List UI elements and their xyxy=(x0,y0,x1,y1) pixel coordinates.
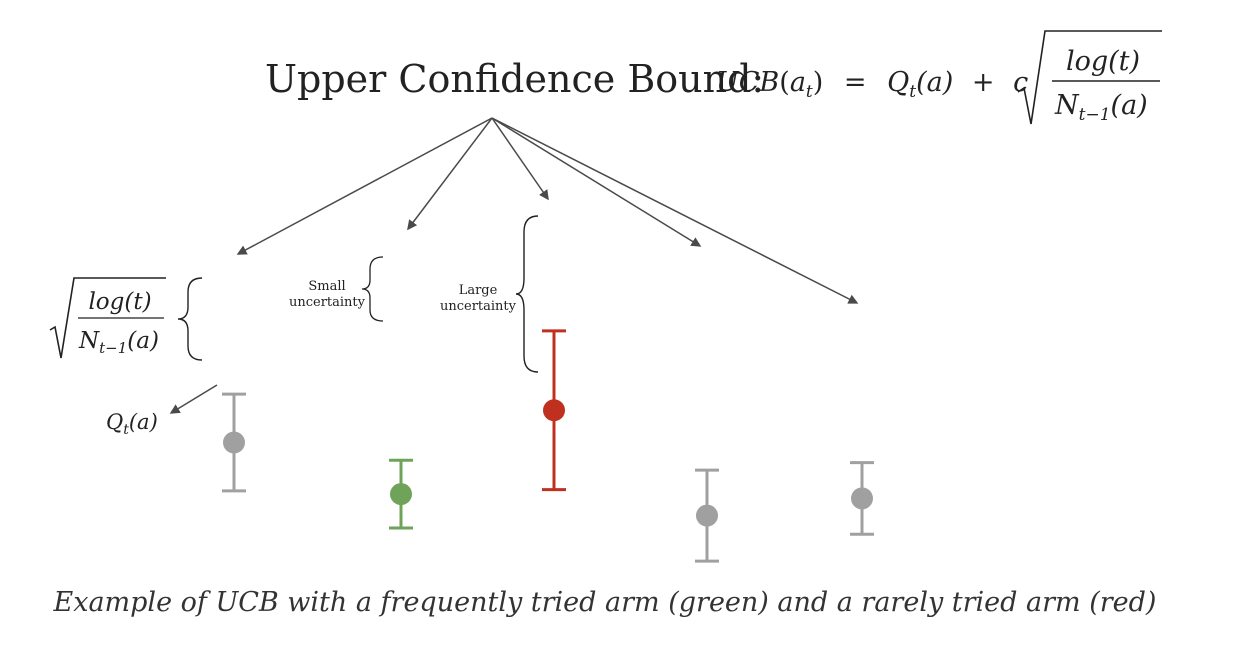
formula-q-sub: t xyxy=(909,82,916,102)
formula-q-arg: (a) xyxy=(916,67,953,98)
small-uncertainty-annotation: Small uncertainty xyxy=(289,256,384,322)
arm-1-estimate-point xyxy=(223,431,245,454)
large-uncertainty-line1: Large xyxy=(459,283,498,298)
large-uncertainty-annotation: Large uncertainty xyxy=(440,215,539,373)
formula-plus: + xyxy=(972,67,995,98)
arrow-to-arm-2 xyxy=(407,117,493,231)
q-label: Q xyxy=(106,410,123,434)
title-formula: UCB(at) = Qt(a) + c log(t) Nt−1(a) xyxy=(716,30,1162,125)
svg-text:Qt(a): Qt(a) xyxy=(106,410,158,438)
bonus-brace xyxy=(177,277,203,361)
bonus-numerator: log(t) xyxy=(88,289,151,315)
q-annotation: Qt(a) xyxy=(106,384,218,438)
arrow-to-arm-5 xyxy=(491,117,859,304)
large-uncertainty-line2: uncertainty xyxy=(440,299,517,314)
arm-3-rare xyxy=(542,329,566,492)
formula-sqrt-sign xyxy=(1017,30,1162,125)
arm-4-estimate-point xyxy=(696,504,718,527)
formula-equals: = xyxy=(844,67,867,98)
arm-5 xyxy=(850,461,874,536)
formula-denominator: N xyxy=(1054,90,1080,121)
formula-c: c xyxy=(1013,67,1028,98)
svg-text:Nt−1(a): Nt−1(a) xyxy=(1054,90,1148,125)
formula-denominator-arg: (a) xyxy=(1111,90,1148,121)
large-uncertainty-brace xyxy=(515,215,539,373)
q-label-arg: (a) xyxy=(129,410,158,434)
small-uncertainty-brace xyxy=(361,256,384,322)
caption: Example of UCB with a frequently tried a… xyxy=(53,587,1157,618)
title-label: Upper Confidence Bound: xyxy=(265,57,764,101)
formula-ucb-sub: t xyxy=(806,82,813,102)
small-uncertainty-line1: Small xyxy=(308,279,345,294)
arrow-to-arm-4 xyxy=(491,117,702,247)
formula-denominator-sub: t−1 xyxy=(1079,105,1111,125)
arrow-to-q-label xyxy=(169,384,218,414)
bonus-sqrt-sign xyxy=(49,277,166,359)
arrow-to-arm-1 xyxy=(236,117,493,255)
arm-2-frequent-estimate-point xyxy=(390,483,412,506)
arm-3-rare-estimate-point xyxy=(543,399,565,422)
q-label-sub: t xyxy=(123,422,129,438)
arrow-to-arm-3 xyxy=(491,117,549,201)
arrows xyxy=(236,117,859,304)
formula-numerator: log(t) xyxy=(1066,46,1140,77)
formula-q: Q xyxy=(887,67,909,98)
arm-1 xyxy=(222,392,246,493)
bonus-denominator-sub: t−1 xyxy=(99,339,127,357)
bonus-denominator-arg: (a) xyxy=(127,328,159,354)
arm-5-estimate-point xyxy=(851,487,873,510)
bonus-denominator: N xyxy=(78,328,100,354)
formula-ucb-arg: a xyxy=(790,67,806,98)
small-uncertainty-line2: uncertainty xyxy=(289,295,366,310)
bonus-annotation: log(t) Nt−1(a) xyxy=(49,277,203,361)
svg-text:Nt−1(a): Nt−1(a) xyxy=(78,328,159,357)
arm-4 xyxy=(695,468,719,563)
formula-ucb: UCB xyxy=(716,67,779,98)
arm-2-frequent xyxy=(389,458,413,530)
arms xyxy=(222,329,874,563)
svg-text:UCB(at) = Qt(a): UCB(at) = Qt(a) + c xyxy=(716,67,1028,102)
